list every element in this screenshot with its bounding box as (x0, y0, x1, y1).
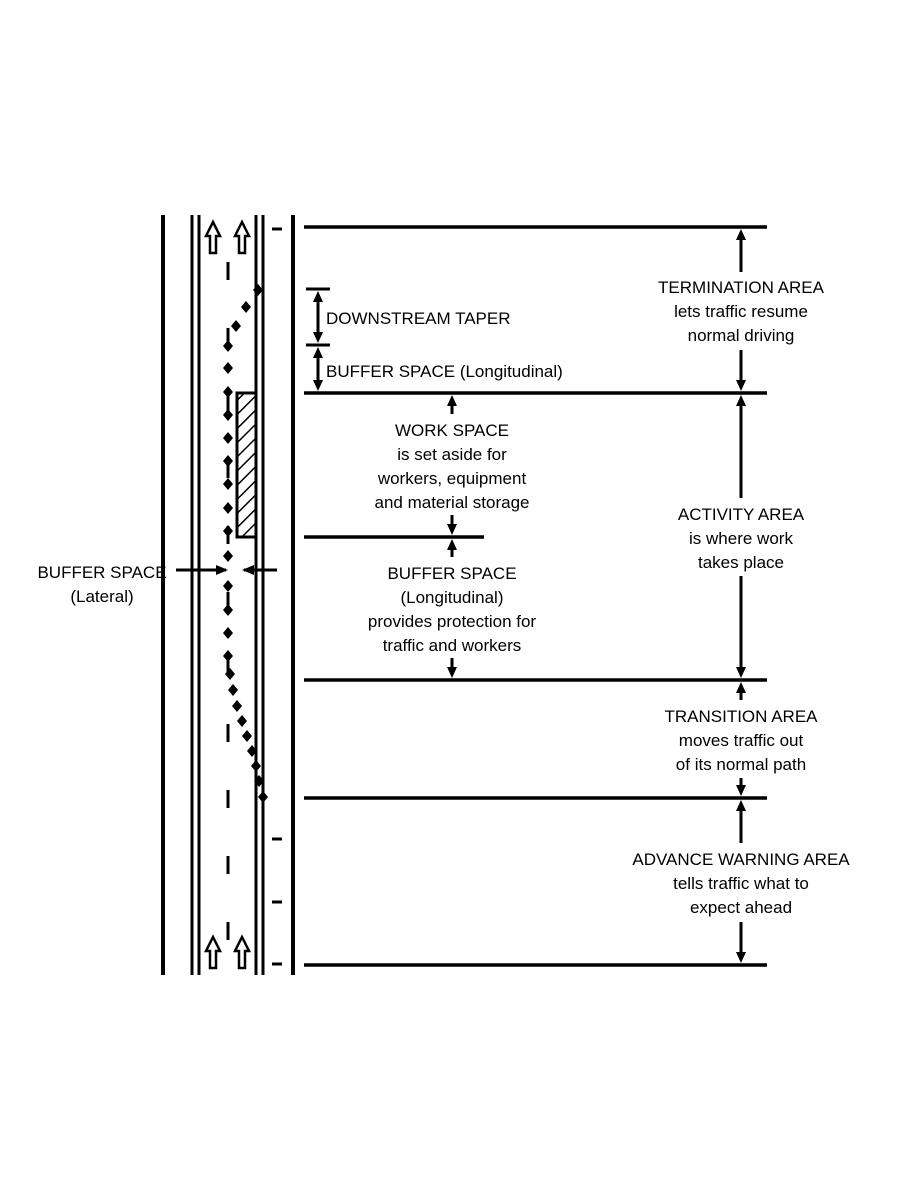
downstream-taper-label: DOWNSTREAM TAPER (326, 309, 511, 328)
termination-dim-arrow-down (736, 380, 746, 391)
diamond-channelizer-icon (223, 362, 233, 374)
channelizer-taper (223, 284, 268, 803)
roadway (161, 215, 295, 975)
activity-area-title: ACTIVITY AREA (678, 505, 805, 524)
hatched-work-area-icon (235, 391, 258, 539)
buffer-lateral-line1: (Lateral) (70, 587, 133, 606)
buffer-lateral-title: BUFFER SPACE (37, 563, 166, 582)
lateral-buffer-arrow-left (242, 565, 254, 575)
upward-hollow-arrow-icon (203, 219, 223, 255)
diamond-channelizer-icon (223, 502, 233, 514)
activity-dim-arrow-up (736, 395, 746, 406)
buffer-long-arrow-down (447, 667, 457, 678)
termination-area-line2: normal driving (688, 326, 795, 345)
buffer-longitudinal-line3: traffic and workers (383, 636, 522, 655)
transition-area-line2: of its normal path (676, 755, 806, 774)
buffer-top-dim-arrowhead-down (313, 380, 323, 391)
traffic-arrows (203, 219, 252, 970)
diamond-channelizer-icon (247, 745, 257, 757)
diamond-channelizer-icon (223, 550, 233, 562)
buffer-top-dim-arrowhead-up (313, 347, 323, 358)
diamond-channelizer-icon (223, 409, 233, 421)
work-space-arrow-down (447, 524, 457, 535)
diamond-channelizer-icon (254, 775, 264, 787)
advance-warning-area-line1: tells traffic what to (673, 874, 809, 893)
work-space-line2: workers, equipment (377, 469, 527, 488)
advance-warning-area-line2: expect ahead (690, 898, 792, 917)
advance-dim-arrow-up (736, 800, 746, 811)
diamond-channelizer-icon (232, 700, 242, 712)
termination-area-title: TERMINATION AREA (658, 278, 825, 297)
downstream-taper-dim-arrowhead-down (313, 332, 323, 343)
dimension-arrows (216, 229, 746, 963)
advance-dim-arrow-down (736, 952, 746, 963)
diamond-channelizer-icon (223, 432, 233, 444)
buffer-long-arrow-up (447, 539, 457, 550)
diamond-channelizer-icon (223, 627, 233, 639)
diamond-channelizer-icon (223, 580, 233, 592)
diamond-channelizer-icon (241, 301, 251, 313)
diamond-channelizer-icon (231, 320, 241, 332)
diamond-channelizer-icon (223, 386, 233, 398)
upward-hollow-arrow-icon (203, 934, 223, 970)
work-space-arrow-up (447, 395, 457, 406)
diamond-channelizer-icon (251, 760, 261, 772)
diamond-channelizer-icon (228, 684, 238, 696)
advance-warning-area-title: ADVANCE WARNING AREA (632, 850, 850, 869)
buffer-longitudinal-line2: provides protection for (368, 612, 537, 631)
lateral-buffer-arrow-right (216, 565, 228, 575)
activity-area-line2: takes place (698, 553, 784, 572)
transition-dim-arrow-up (736, 682, 746, 693)
work-space-title: WORK SPACE (395, 421, 509, 440)
buffer-longitudinal-title: BUFFER SPACE (387, 564, 516, 583)
activity-area-line1: is where work (689, 529, 793, 548)
diamond-channelizer-icon (223, 650, 233, 662)
diamond-channelizer-icon (258, 791, 268, 803)
termination-dim-arrow-up (736, 229, 746, 240)
diamond-channelizer-icon (225, 668, 235, 680)
buffer-longitudinal-top-label: BUFFER SPACE (Longitudinal) (326, 362, 563, 381)
work-space-line1: is set aside for (397, 445, 507, 464)
activity-dim-arrow-down (736, 667, 746, 678)
labels: TERMINATION AREA lets traffic resume nor… (37, 278, 850, 917)
upward-hollow-arrow-icon (232, 934, 252, 970)
upward-hollow-arrow-icon (232, 219, 252, 255)
transition-area-line1: moves traffic out (679, 731, 804, 750)
diamond-channelizer-icon (253, 284, 263, 296)
buffer-longitudinal-line1: (Longitudinal) (400, 588, 503, 607)
work-space-line3: and material storage (375, 493, 530, 512)
downstream-taper-dim-arrowhead-up (313, 291, 323, 302)
termination-area-line1: lets traffic resume (674, 302, 808, 321)
diamond-channelizer-icon (223, 340, 233, 352)
transition-area-title: TRANSITION AREA (664, 707, 818, 726)
diamond-channelizer-icon (223, 604, 233, 616)
diamond-channelizer-icon (242, 730, 252, 742)
zone-boundaries (176, 225, 767, 967)
diamond-channelizer-icon (237, 715, 247, 727)
diamond-channelizer-icon (223, 525, 233, 537)
diamond-channelizer-icon (223, 455, 233, 467)
transition-dim-arrow-down (736, 785, 746, 796)
diamond-channelizer-icon (223, 478, 233, 490)
